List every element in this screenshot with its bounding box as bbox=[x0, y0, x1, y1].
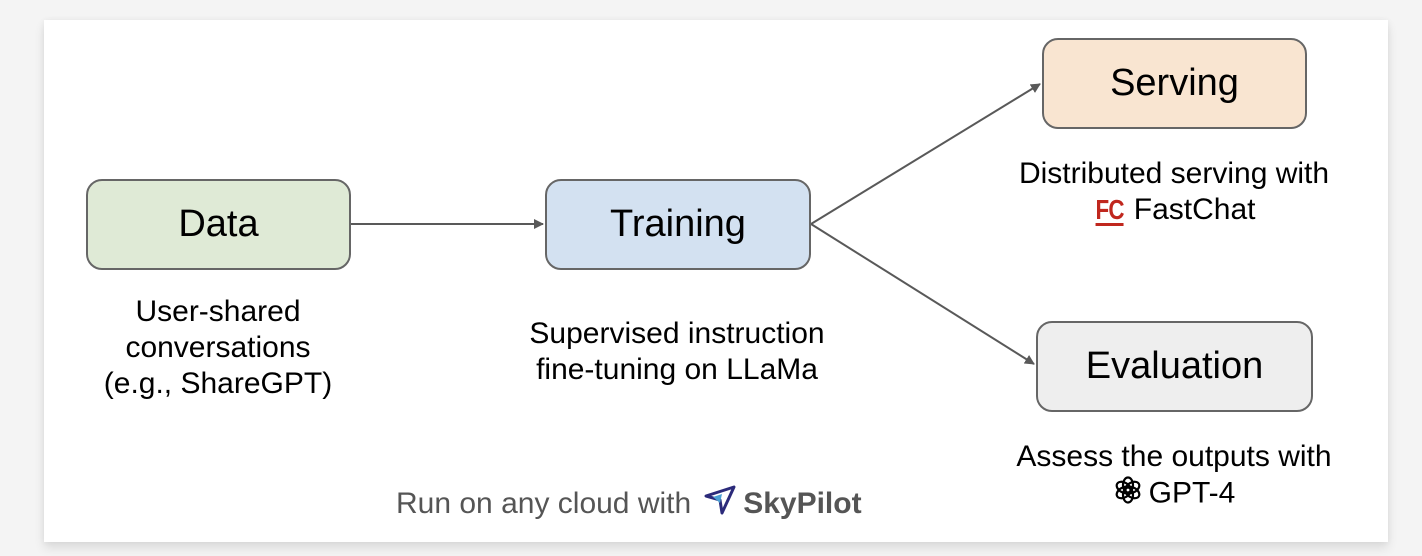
node-data: Data bbox=[86, 179, 351, 270]
node-training: Training bbox=[545, 179, 811, 270]
footer-note: Run on any cloud with SkyPilot bbox=[396, 484, 862, 524]
fastchat-logo-icon: FC bbox=[1096, 193, 1125, 226]
node-training-label: Training bbox=[610, 203, 746, 245]
skypilot-logo-icon bbox=[703, 484, 737, 524]
node-evaluation-label: Evaluation bbox=[1085, 345, 1264, 387]
caption-training-line: Supervised instruction bbox=[529, 317, 825, 350]
caption-data-line: User-shared bbox=[135, 295, 301, 328]
edge-training-serving bbox=[810, 83, 1041, 225]
caption-serving-line: Distributed serving with bbox=[1018, 157, 1330, 190]
caption-data-line: conversations bbox=[125, 331, 311, 364]
node-serving-label: Serving bbox=[1110, 62, 1239, 104]
fastchat-label: FastChat bbox=[1133, 193, 1256, 226]
edge-training-evaluation bbox=[810, 223, 1035, 365]
gpt4-label: GPT-4 bbox=[1148, 476, 1236, 510]
caption-evaluation: Assess the outputs with GPT-4 bbox=[954, 439, 1394, 514]
skypilot-label: SkyPilot bbox=[743, 487, 862, 520]
caption-evaluation-line: Assess the outputs with bbox=[1016, 440, 1332, 473]
caption-training-line: fine-tuning on LLaMa bbox=[536, 353, 818, 386]
node-data-label: Data bbox=[178, 203, 259, 245]
caption-data: User-shared conversations (e.g., ShareGP… bbox=[58, 294, 378, 402]
node-serving: Serving bbox=[1042, 38, 1307, 129]
openai-logo-icon bbox=[1113, 475, 1143, 514]
caption-training: Supervised instruction fine-tuning on LL… bbox=[457, 316, 897, 388]
node-evaluation: Evaluation bbox=[1036, 321, 1313, 412]
footer-text: Run on any cloud with bbox=[396, 487, 692, 520]
caption-data-line: (e.g., ShareGPT) bbox=[103, 367, 333, 400]
